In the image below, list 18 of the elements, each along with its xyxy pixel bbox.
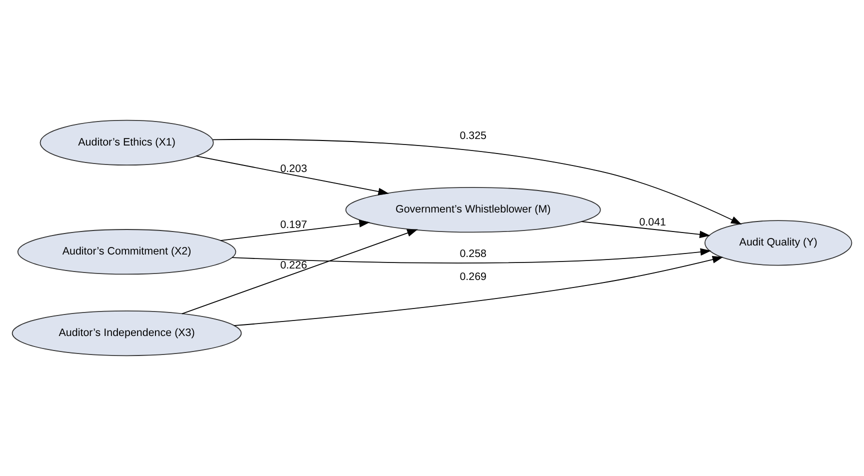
node-ellipse: Auditor’s Commitment (X2) — [17, 229, 236, 275]
arrow — [212, 138, 742, 224]
arrow — [181, 229, 418, 314]
node-ellipse: Auditor’s Independence (X3) — [12, 310, 242, 356]
edge-label: 0.226 — [280, 260, 308, 272]
edge-label: 0.258 — [460, 248, 487, 260]
arrow — [234, 256, 724, 326]
arrow — [580, 221, 710, 238]
edge-label: 0.269 — [460, 271, 487, 284]
node-ellipse: Auditor’s Ethics (X1) — [40, 120, 214, 166]
arrow — [220, 220, 370, 241]
arrow — [232, 248, 712, 264]
edge-label: 0.325 — [460, 130, 487, 142]
arrow — [196, 156, 390, 196]
edge-label: 0.203 — [280, 162, 308, 175]
node-ellipse: Audit Quality (Y) — [704, 220, 852, 266]
edge-label: 0.041 — [639, 216, 666, 229]
edge-label: 0.197 — [280, 219, 308, 232]
